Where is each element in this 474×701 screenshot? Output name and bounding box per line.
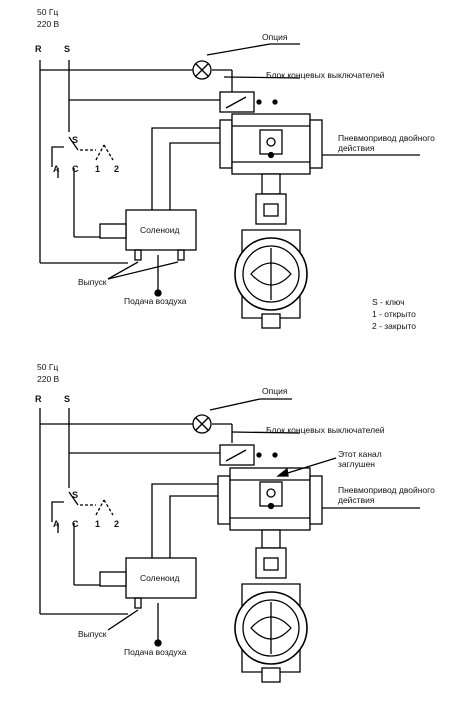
exhaust-label: Выпуск [78, 277, 107, 287]
air-supply-label-2: Подача воздуха [124, 647, 187, 657]
limit-switch-label: Блок концевых выключателей [266, 70, 385, 80]
legend-key: S - ключ [372, 297, 405, 307]
limit-switch-leader [223, 76, 301, 79]
diagram-bottom [39, 398, 420, 683]
wire-limit-to-solenoid-1 [151, 127, 222, 212]
switch-s-label: S [72, 135, 79, 145]
plugged-channel-label: Этот канал заглушен [338, 449, 382, 469]
solenoid-coil [99, 223, 127, 239]
option-leader [206, 43, 271, 56]
contact-a-2: A [53, 519, 60, 529]
actuator-cap-right [309, 119, 323, 169]
legend-open: 1 - открыто [372, 309, 416, 319]
contact-a: A [53, 164, 60, 174]
terminal-s-2: S [64, 394, 71, 404]
supply-voltage: 220 В [37, 19, 60, 29]
exhaust-leader-1 [107, 261, 139, 280]
exhaust-leader-2 [107, 261, 179, 280]
actuator-body [231, 113, 311, 175]
contact-1: 1 [95, 164, 101, 174]
air-fitting-2 [154, 639, 162, 647]
solenoid-label-2: Соленоид [140, 573, 180, 583]
supply-frequency: 50 Гц [37, 7, 59, 17]
switch-dash-2 [103, 144, 114, 161]
limit-switch-diag [225, 96, 247, 109]
terminal-r-2: R [35, 394, 42, 404]
actuator-label: Пневмопривод двойного действия [338, 133, 435, 153]
actuator-cap-left [219, 119, 233, 169]
contact-2: 2 [114, 164, 120, 174]
air-port [177, 249, 185, 261]
exhaust-port [134, 249, 142, 261]
actuator-label-2: Пневмопривод двойного действия [338, 485, 435, 505]
contact-c-2: C [72, 519, 79, 529]
contact-1-2: 1 [95, 519, 101, 529]
wire-limit-to-solenoid-2 [169, 142, 232, 212]
solenoid-body-2 [125, 557, 197, 599]
diagram-top [39, 43, 420, 329]
switch-blade [68, 136, 79, 151]
supply-frequency-2: 50 Гц [37, 362, 59, 372]
exhaust-label-2: Выпуск [78, 629, 107, 639]
switch-bracket [51, 146, 64, 167]
option-label-2: Опция [262, 386, 288, 396]
switch-dash-1 [95, 144, 105, 161]
legend-closed: 2 - закрыто [372, 321, 416, 331]
terminal-r: R [35, 44, 42, 54]
option-leader-2 [209, 398, 261, 411]
contact-c: C [72, 164, 79, 174]
solenoid-label: Соленоид [140, 225, 180, 235]
terminal-s: S [64, 44, 71, 54]
supply-voltage-2: 220 В [37, 374, 60, 384]
contact-2-2: 2 [114, 519, 120, 529]
air-supply-label: Подача воздуха [124, 296, 187, 306]
limit-switch-label-2: Блок концевых выключателей [266, 425, 385, 435]
limit-switch-leader-2 [231, 431, 301, 434]
option-label: Опция [262, 32, 288, 42]
air-fitting [154, 289, 162, 297]
lamp-icon [192, 60, 212, 80]
lamp-icon-2 [192, 414, 212, 434]
switch-s-label-2: S [72, 490, 79, 500]
